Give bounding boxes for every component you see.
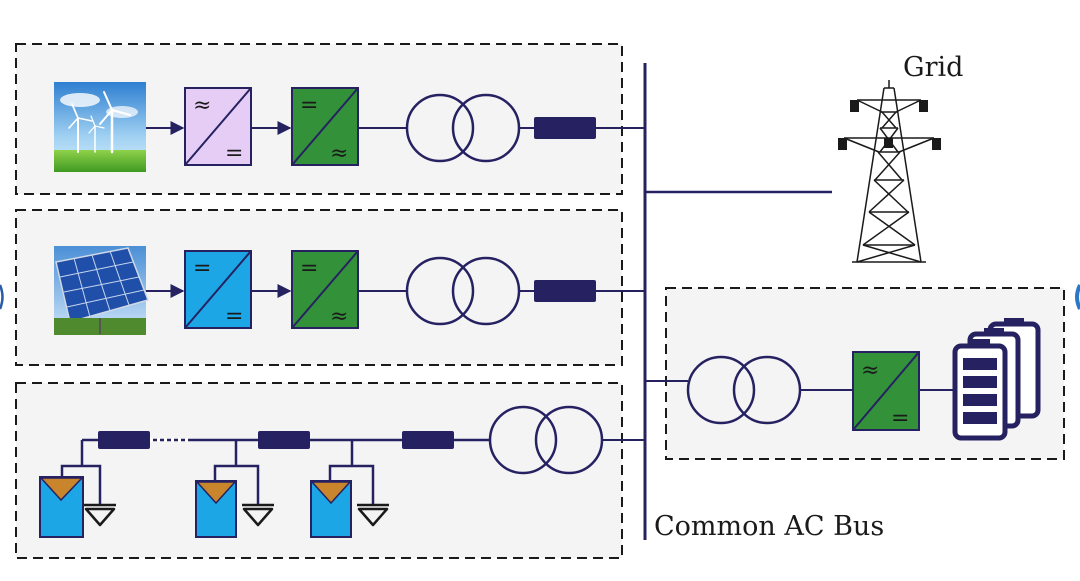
edge-fragment-right [1075,284,1080,310]
dc-ac-inverter: = ≈ [291,87,359,166]
pv-diode-triangle [39,477,84,502]
pv-diode-triangle [310,481,352,505]
line-impedance [402,431,454,449]
dc-symbol: = [193,256,211,281]
transmission-tower-icon [843,80,935,263]
ac-dc-bidirectional-converter: ≈ = [852,351,920,431]
ground-symbol [84,503,116,527]
ac-symbol: ≈ [330,141,348,166]
line-impedance [534,117,596,139]
line-impedance [258,431,310,449]
pv-unit [310,464,389,538]
pv-unit [195,464,274,538]
tower-insulators [838,100,941,150]
wind-turbine-image [54,82,146,172]
dc-symbol: = [300,93,318,118]
edge-fragment-left [0,284,4,310]
ground-symbol [357,503,389,527]
dc-symbol: = [891,406,909,431]
line-impedance [98,431,150,449]
pv-diode-triangle [195,481,237,505]
pv-unit [39,456,116,538]
common-ac-bus-label: Common AC Bus [654,511,884,542]
ac-dc-converter: ≈ = [184,87,252,166]
line-impedance [534,280,596,302]
dc-ac-inverter: = ≈ [291,250,359,329]
dc-symbol: = [225,141,243,166]
dc-symbol: = [225,304,243,329]
ground-symbol [242,503,274,527]
ac-symbol: ≈ [193,93,211,118]
grid-label: Grid [903,52,963,83]
dc-dc-converter: = = [184,250,252,329]
battery-bank-icon [952,318,1041,441]
solar-panel-image [54,246,149,335]
ac-symbol: ≈ [330,304,348,329]
dc-symbol: = [300,256,318,281]
ac-symbol: ≈ [861,358,879,383]
